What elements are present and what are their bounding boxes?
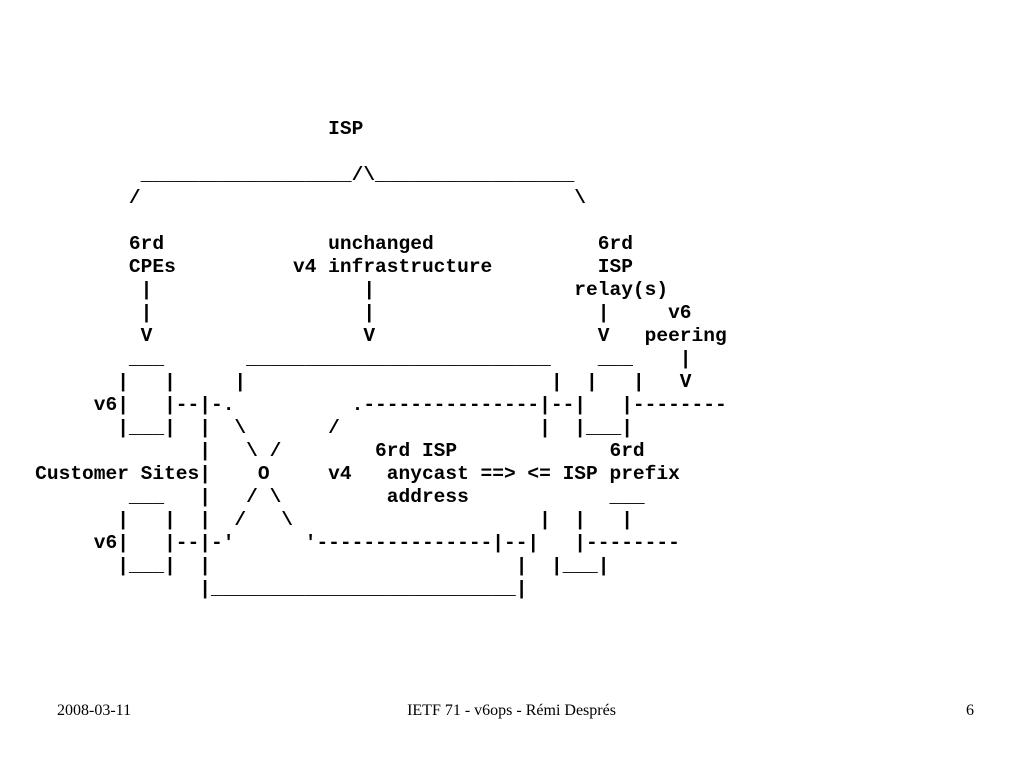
diagram-line-boxes-4: |___| | | |___| [0,555,610,577]
diagram-line-brace-bottom: / \ [0,187,587,209]
diagram-line-6rd-isp: | \ / 6rd ISP 6rd [0,440,645,462]
ascii-diagram: ISP __________________/\________________… [0,0,727,600]
footer-page-number: 6 [966,702,974,719]
diagram-line-labels-2: CPEs v4 infrastructure ISP [0,256,633,278]
diagram-line-boxes-top: ___ __________________________ ___ | [0,348,692,370]
diagram-line-labels-3: | | relay(s) [0,279,669,301]
diagram-line-boxes-3: | | | / \ | | | [0,509,633,531]
diagram-line-boxes-2: |___| | \ / | |___| [0,417,633,439]
diagram-line-labels-1: 6rd unchanged 6rd [0,233,633,255]
diagram-line-v6-top: v6| |--|-. .---------------|--| |-------… [0,394,727,416]
diagram-line-isp: ISP [0,118,364,140]
diagram-line-v6-bottom: v6| |--|-' '---------------|--| |-------… [0,532,680,554]
footer-date: 2008-03-11 [57,702,132,719]
diagram-line-address: ___ | / \ address ___ [0,486,645,508]
footer-title: IETF 71 - v6ops - Rémi Després [407,702,616,719]
diagram-line-arrows: V V V peering [0,325,727,347]
diagram-line-boxes-1: | | | | | | V [0,371,692,393]
diagram-line-boxes-bottom: |__________________________| [0,578,528,600]
diagram-line-brace-top: __________________/\_________________ [0,164,575,186]
diagram-line-customer-sites: Customer Sites| O v4 anycast ==> <= ISP … [0,463,680,485]
diagram-line-labels-4: | | | v6 [0,302,692,324]
